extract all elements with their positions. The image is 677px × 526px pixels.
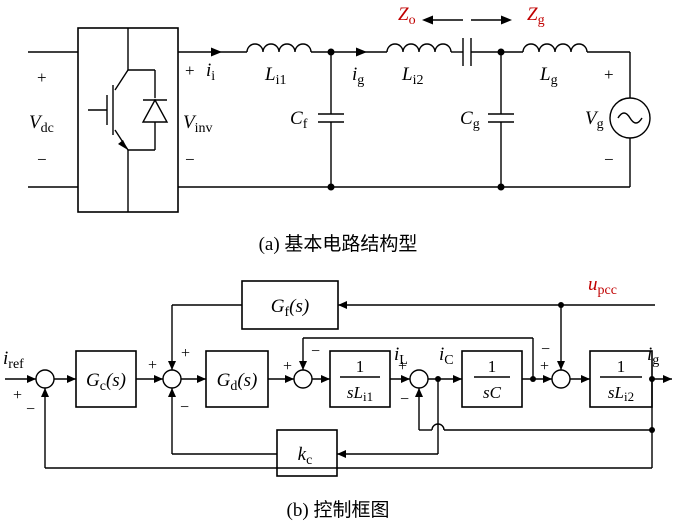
inductor1-tf-block xyxy=(329,350,391,408)
dc-minus-sign: − xyxy=(37,150,47,169)
label-zo: Zo xyxy=(398,4,416,28)
label-iref: iref xyxy=(3,348,24,372)
label-cg: Cg xyxy=(460,108,480,132)
sign-sum5-plus: + xyxy=(540,358,549,375)
node-cg-bottom xyxy=(497,183,505,191)
label-iC: iC xyxy=(439,344,454,368)
sum-junction-2 xyxy=(162,369,182,389)
node-cf-top xyxy=(327,48,335,56)
ii-arrow xyxy=(211,47,222,57)
label-ig-out: ig xyxy=(647,344,659,368)
label-zg: Zg xyxy=(527,4,545,28)
sign-sum2-plus-left: + xyxy=(148,357,157,374)
node-cf-bottom xyxy=(327,183,335,191)
sign-sum4-plus: + xyxy=(398,358,407,375)
sign-sum3-plus: + xyxy=(283,358,292,375)
svg-text:sLi1: sLi1 xyxy=(347,383,373,404)
gf-block xyxy=(241,280,339,330)
sign-sum1-plus: + xyxy=(13,387,22,404)
li1-inductor xyxy=(246,43,312,53)
svg-text:sLi2: sLi2 xyxy=(608,383,634,404)
inv-plus-sign: + xyxy=(185,61,195,80)
kc-label: kc xyxy=(298,444,313,468)
inductor2-tf-block xyxy=(589,350,653,408)
node-cg-top xyxy=(497,48,505,56)
sign-sum4-minus: − xyxy=(400,391,409,408)
sign-sum1-minus: − xyxy=(26,401,35,418)
label-vinv: Vinv xyxy=(183,112,213,136)
circuit-diagram: + − Vdc + ii Vinv − Li1 ig Li2 Cf Cg Zo … xyxy=(28,4,651,255)
vg-minus-sign: − xyxy=(604,150,614,169)
label-upcc: upcc xyxy=(588,274,617,298)
sum-junction-5 xyxy=(551,369,571,389)
ig-arrow xyxy=(356,47,367,57)
sign-sum2-minus: − xyxy=(180,399,189,416)
signal-arrows xyxy=(27,301,672,458)
sign-sum5-minus: − xyxy=(541,341,550,358)
svg-text:sC: sC xyxy=(483,383,502,402)
capacitor-tf: 1 sC xyxy=(474,357,510,402)
label-iL: iL xyxy=(394,344,408,368)
node-ic-kc xyxy=(435,376,441,382)
inv-minus-sign: − xyxy=(185,150,195,169)
dc-plus-sign: + xyxy=(37,68,47,87)
sum-junction-4 xyxy=(409,369,429,389)
caption-a: (a) 基本电路结构型 xyxy=(259,233,418,255)
node-ig-kc xyxy=(649,427,655,433)
control-block-diagram: Gc(s) Gd(s) Gf(s) kc 1 sLi1 1 sC 1 sLi2 … xyxy=(3,274,672,521)
sum-junction-1 xyxy=(35,369,55,389)
zo-arrow-head xyxy=(422,15,433,25)
gc-label: Gc(s) xyxy=(86,370,126,394)
ac-wave-icon xyxy=(617,112,643,124)
caption-b: (b) 控制框图 xyxy=(287,499,390,521)
label-li1: Li1 xyxy=(264,64,286,88)
diode-symbol xyxy=(128,69,169,151)
label-li2: Li2 xyxy=(401,64,423,88)
vg-plus-sign: + xyxy=(604,65,614,84)
zg-arrow-head xyxy=(501,15,512,25)
label-ig: ig xyxy=(352,64,364,88)
label-lg: Lg xyxy=(539,64,558,88)
label-ii: ii xyxy=(206,60,215,84)
sum-junction-3 xyxy=(293,369,313,389)
svg-text:1: 1 xyxy=(356,357,365,376)
node-upcc xyxy=(558,302,564,308)
label-cf: Cf xyxy=(290,108,308,132)
label-vg: Vg xyxy=(585,108,604,132)
label-vdc: Vdc xyxy=(29,112,54,136)
igbt-symbol xyxy=(88,28,129,212)
sign-sum2-plus-top: + xyxy=(181,345,190,362)
node-ic-feedback xyxy=(530,376,536,382)
svg-text:1: 1 xyxy=(488,357,497,376)
gf-label: Gf(s) xyxy=(271,296,309,320)
gd-label: Gd(s) xyxy=(217,370,258,394)
svg-text:1: 1 xyxy=(617,357,626,376)
inductor2-tf: 1 sLi2 xyxy=(600,357,642,404)
sign-sum3-minus: − xyxy=(311,343,320,360)
inductor1-tf: 1 sLi1 xyxy=(340,357,380,404)
lg-inductor xyxy=(522,43,588,53)
node-ig-output xyxy=(649,376,655,382)
li2-inductor xyxy=(386,43,452,53)
